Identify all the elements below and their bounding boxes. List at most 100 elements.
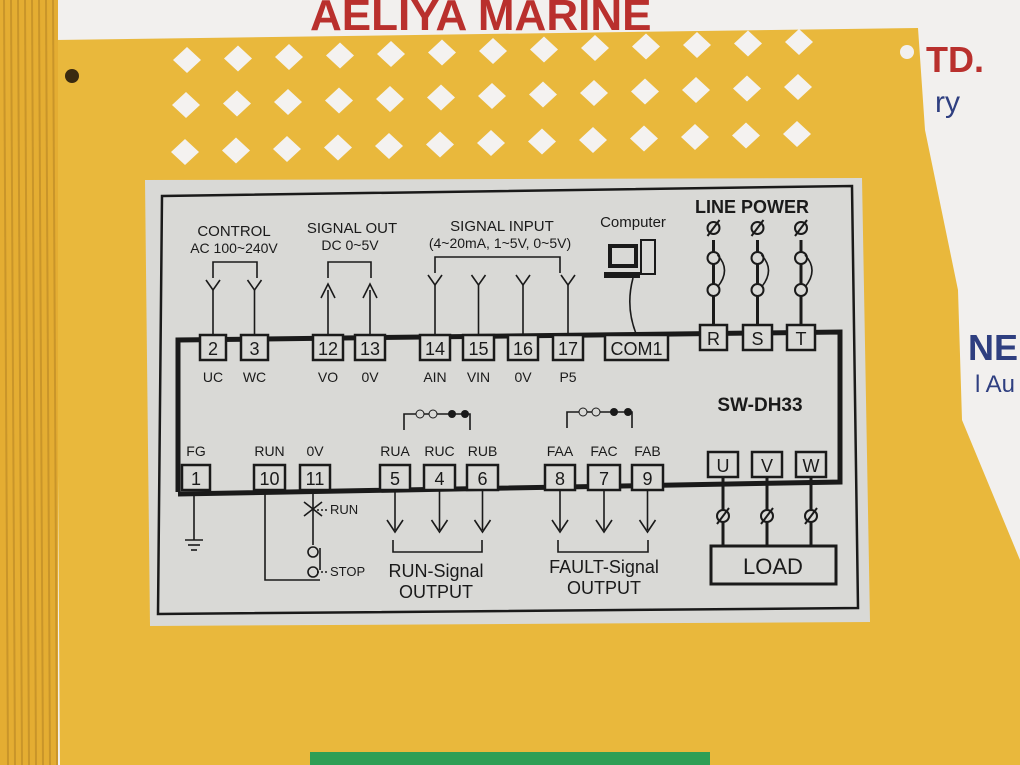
bottom-terminal-number: 10 bbox=[259, 469, 279, 489]
vent-hole bbox=[172, 92, 200, 118]
heatsink-fin bbox=[52, 0, 58, 765]
screw-slot bbox=[794, 219, 808, 237]
bottom-terminal-name: RUN bbox=[254, 443, 284, 459]
bottom-terminal-box bbox=[180, 463, 212, 492]
top-terminal-number: S bbox=[751, 329, 763, 349]
mounting-hole bbox=[65, 69, 79, 83]
bottom-terminal-box bbox=[252, 463, 287, 492]
vent-hole bbox=[275, 44, 303, 70]
vent-hole bbox=[734, 30, 762, 57]
top-terminal-number: 17 bbox=[558, 339, 578, 359]
bottom-terminal-name: FAA bbox=[547, 443, 574, 459]
model-number: SW-DH33 bbox=[717, 395, 802, 416]
mounting-hole bbox=[900, 45, 914, 59]
heatsink-fin bbox=[17, 0, 23, 765]
vent-hole bbox=[478, 83, 506, 109]
bottom-terminal-number: 1 bbox=[191, 469, 201, 489]
top-terminal-number: 15 bbox=[468, 339, 488, 359]
vent-hole bbox=[631, 78, 659, 105]
top-terminal-box bbox=[198, 333, 228, 362]
top-terminal-number: 2 bbox=[208, 339, 218, 359]
arrow-down-icon bbox=[430, 519, 449, 534]
wiring-label bbox=[145, 178, 870, 626]
vent-hole bbox=[581, 35, 609, 61]
breaker-arc bbox=[760, 254, 770, 288]
vent-hole bbox=[580, 80, 608, 106]
top-terminal-number: 13 bbox=[360, 339, 380, 359]
vent-hole bbox=[173, 47, 201, 73]
vent-hole bbox=[426, 131, 454, 158]
top-terminal-box bbox=[698, 323, 729, 352]
vent-hole bbox=[784, 74, 812, 100]
screw-slot bbox=[760, 507, 774, 525]
vent-hole bbox=[377, 41, 405, 67]
signal-out-title: SIGNAL OUT bbox=[307, 220, 397, 237]
control-voltage: AC 100~240V bbox=[190, 240, 278, 256]
vent-hole bbox=[529, 81, 557, 108]
bottom-terminal-name: RUA bbox=[380, 443, 410, 459]
input-fork-icon bbox=[246, 279, 263, 292]
heatsink-fin bbox=[31, 0, 37, 765]
bottom-terminal-name: 0V bbox=[306, 443, 324, 459]
bottom-terminal-number: 6 bbox=[477, 469, 487, 489]
input-fork-icon bbox=[515, 274, 531, 287]
bottom-terminal-number: 11 bbox=[306, 469, 325, 489]
vent-hole bbox=[324, 134, 352, 161]
top-terminal-name: VIN bbox=[467, 369, 490, 385]
heatsink-fin bbox=[10, 0, 16, 765]
vent-hole bbox=[326, 42, 354, 69]
signal-input-range: (4~20mA, 1~5V, 0~5V) bbox=[429, 235, 571, 251]
bottom-terminal-number: U bbox=[717, 456, 730, 476]
top-terminal-number: 14 bbox=[425, 339, 445, 359]
load-box bbox=[709, 544, 838, 586]
vent-hole bbox=[223, 90, 251, 117]
arrow-down-icon bbox=[595, 519, 613, 534]
top-terminal-name: AIN bbox=[423, 369, 446, 385]
top-terminal-box bbox=[353, 333, 387, 362]
arrow-down-icon bbox=[386, 519, 404, 534]
top-terminal-number: T bbox=[796, 329, 807, 349]
relay-contact-symbols bbox=[415, 407, 632, 419]
vent-hole bbox=[632, 33, 660, 60]
computer-title: Computer bbox=[600, 214, 666, 231]
vent-hole bbox=[171, 139, 199, 165]
bottom-terminal-name: FG bbox=[186, 443, 205, 459]
heatsink-fin bbox=[3, 0, 9, 765]
bottom-terminal-box bbox=[298, 463, 332, 492]
breaker-contact-icon bbox=[706, 283, 721, 297]
bottom-terminal-box bbox=[543, 463, 577, 492]
vent-hole bbox=[375, 133, 403, 159]
fault-signal-label: FAULT-Signal bbox=[549, 557, 659, 577]
background-sign-text: AELIYA MARINE bbox=[310, 0, 651, 40]
bottom-terminal-number: 7 bbox=[599, 469, 609, 489]
breaker-contact-icon bbox=[750, 283, 765, 297]
vent-hole bbox=[376, 86, 404, 112]
screw-slot bbox=[804, 507, 818, 525]
bottom-terminal-name: FAB bbox=[634, 443, 660, 459]
input-fork-icon bbox=[560, 274, 576, 287]
bottom-terminal-name: RUB bbox=[468, 443, 498, 459]
top-terminal-number: COM1 bbox=[610, 339, 662, 359]
top-terminal-name: 0V bbox=[514, 369, 532, 385]
breaker-contact-icon bbox=[794, 251, 808, 265]
vent-hole bbox=[681, 124, 709, 150]
arrow-up-icon bbox=[362, 282, 378, 299]
run-signal-label: RUN-Signal bbox=[388, 561, 483, 581]
vent-hole bbox=[683, 32, 711, 58]
vent-hole bbox=[325, 87, 353, 114]
heatsink-fin bbox=[45, 0, 51, 765]
vent-hole bbox=[222, 137, 250, 164]
vent-hole bbox=[477, 130, 505, 156]
top-terminal-name: UC bbox=[203, 369, 223, 385]
breaker-contact-icon bbox=[706, 251, 721, 265]
signal-out-range: DC 0~5V bbox=[321, 237, 379, 253]
top-terminal-name: P5 bbox=[559, 369, 576, 385]
bottom-terminal-number: 4 bbox=[434, 469, 444, 489]
breaker-arc bbox=[804, 254, 813, 288]
top-terminal-number: 16 bbox=[513, 339, 533, 359]
top-terminal-number: 12 bbox=[318, 339, 338, 359]
switch-stop-label: STOP bbox=[330, 564, 365, 579]
bottom-terminal-name: RUC bbox=[424, 443, 454, 459]
vent-hole bbox=[732, 122, 760, 149]
